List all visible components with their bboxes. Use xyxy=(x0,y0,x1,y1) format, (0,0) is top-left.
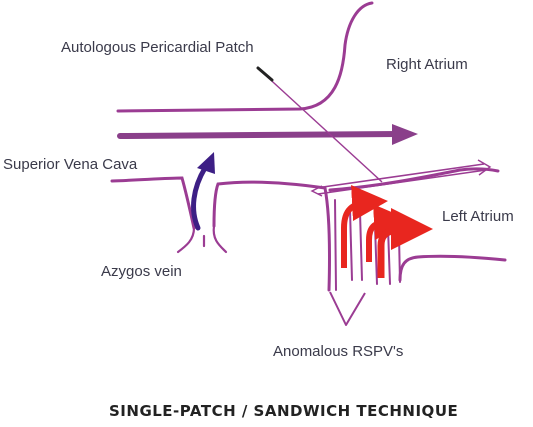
patch-pointer-line xyxy=(261,71,383,183)
label-left-atrium: Left Atrium xyxy=(442,208,514,225)
azygos-vein-branches xyxy=(176,224,228,254)
label-pericardial-patch: Autologous Pericardial Patch xyxy=(61,39,254,56)
label-anomalous-rspv: Anomalous RSPV's xyxy=(273,343,403,360)
azygos-flow-arrow xyxy=(191,165,208,231)
red-flow-arrow-2 xyxy=(366,204,410,262)
patch-pointer-tip xyxy=(256,66,274,82)
label-azygos-vein: Azygos vein xyxy=(101,263,182,280)
svc-flow-arrowhead xyxy=(392,124,418,145)
patch-arrowheads xyxy=(310,159,492,197)
left-atrium-lower-wall xyxy=(398,254,507,282)
label-superior-vena-cava: Superior Vena Cava xyxy=(3,156,138,173)
red-flow-arrow-3 xyxy=(377,208,433,278)
rspv-vessel-walls xyxy=(334,199,401,291)
svc-lower-wall xyxy=(110,176,196,230)
azygos-junction-wall xyxy=(212,180,332,292)
right-atrium-wall xyxy=(116,1,374,113)
label-right-atrium: Right Atrium xyxy=(386,56,468,73)
azygos-flow-arrowhead xyxy=(197,152,215,174)
red-flow-arrow-1 xyxy=(341,185,388,268)
diagram-title: SINGLE-PATCH / SANDWICH TECHNIQUE xyxy=(109,402,458,420)
rspv-funnel xyxy=(329,291,366,326)
svc-flow-arrow-shaft xyxy=(117,131,403,139)
